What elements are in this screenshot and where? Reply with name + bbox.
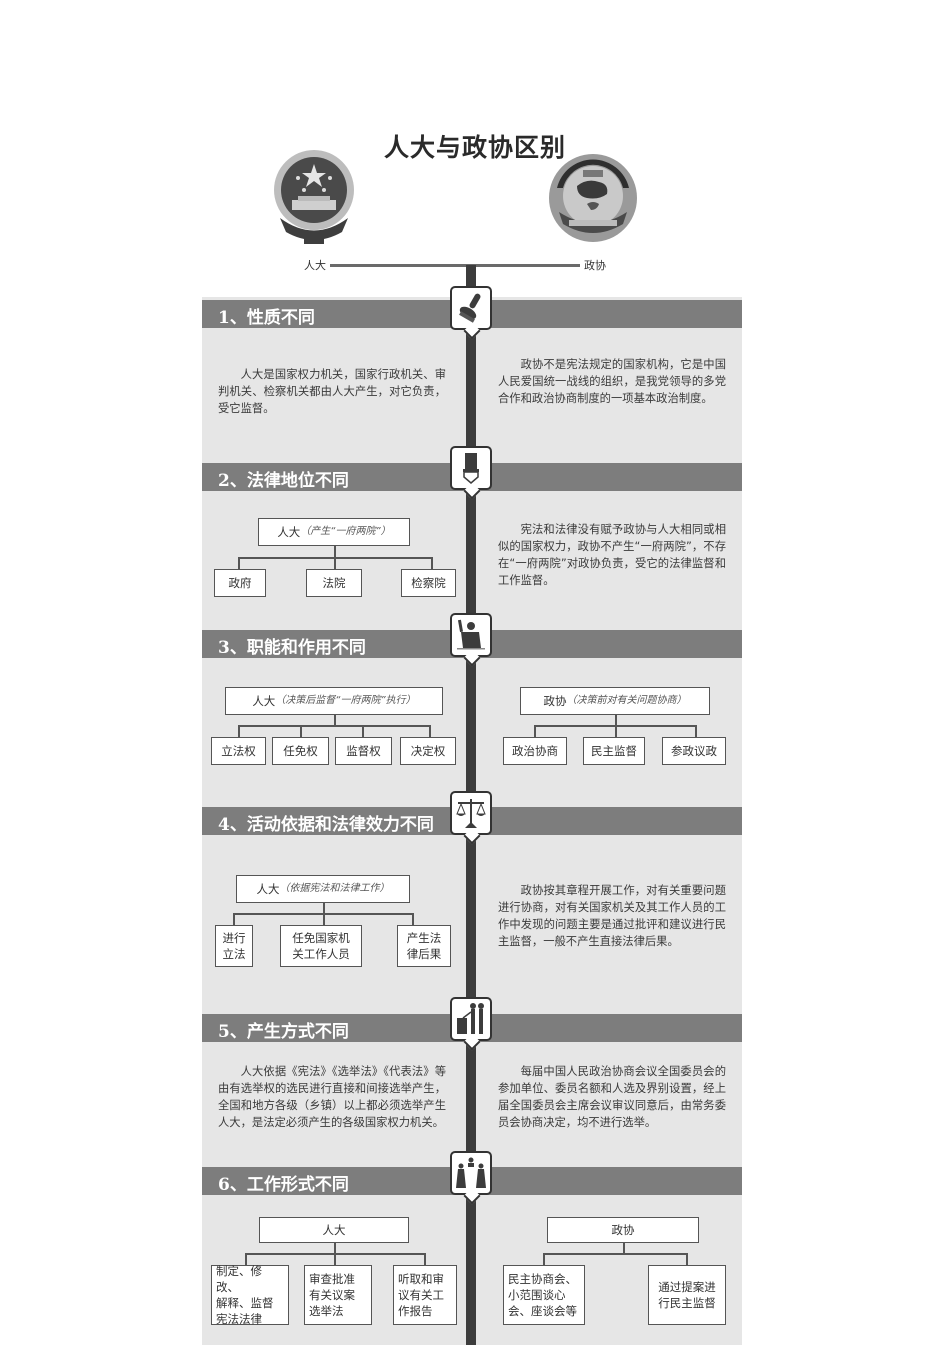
tree-line [334, 715, 336, 725]
box-label: 人大 [277, 525, 301, 539]
section-2-cppcc-text: 宪法和法律没有赋予政协与人大相同或相似的国家权力，政协不产生“一府两院”，不存在… [498, 523, 726, 587]
section-3-child-legislative: 立法权 [211, 737, 266, 765]
section-6-child-work-reports: 听取和审 议有关工 作报告 [393, 1265, 457, 1325]
pen-nib-icon [463, 453, 479, 484]
section-6-npc-root-box: 人大 [259, 1217, 409, 1243]
box-note: （决策前对有关问题协商） [566, 695, 687, 706]
section-1-npc-text: 人大是国家权力机关，国家行政机关、审判机关、检察机关都由人大产生，对它负责，受它… [218, 368, 446, 415]
tree-line [300, 725, 302, 737]
section-4-child-legal-consequences: 产生法 律后果 [397, 925, 451, 967]
box-note: （决策后监督“一府两院”执行） [275, 695, 416, 706]
tree-line [534, 725, 536, 737]
section-3-cppcc-root-box: 政协（决策前对有关问题协商） [520, 687, 710, 715]
tree-line [233, 913, 235, 925]
npc-national-emblem-icon [274, 150, 354, 244]
section-2-child-government: 政府 [214, 569, 266, 597]
section-6-title: 6、工作形式不同 [218, 1175, 349, 1195]
section-3-child-appointment: 任免权 [272, 737, 329, 765]
section-3-child-decision: 决定权 [400, 737, 456, 765]
section-3-badge [450, 613, 492, 657]
box-label: 政协 [543, 694, 567, 708]
section-5-badge [450, 997, 492, 1041]
section-4-badge [450, 791, 492, 835]
section-2-badge [450, 446, 492, 490]
section-1-badge [450, 286, 492, 330]
tree-line [334, 557, 336, 569]
box-note: （产生“一府两院”） [300, 526, 391, 537]
tree-line [424, 1253, 426, 1265]
legend-connector-line [330, 264, 580, 267]
tree-line [543, 1253, 687, 1255]
box-note: （依据宪法和法律工作） [279, 883, 390, 894]
page-title: 人大与政协区别 [383, 133, 566, 162]
section-4-title: 4、活动依据和法律效力不同 [218, 815, 434, 835]
box-label: 人大 [256, 882, 280, 896]
tree-line [245, 1253, 247, 1265]
section-6-child-proposal-supervision: 通过提案进 行民主监督 [648, 1265, 726, 1325]
tree-line [412, 913, 414, 925]
section-3-title: 3、职能和作用不同 [218, 638, 366, 658]
cppcc-emblem-icon [549, 154, 637, 242]
tree-line [623, 1243, 625, 1253]
section-3-child-political-consultation: 政治协商 [503, 737, 567, 765]
tree-line [323, 903, 325, 913]
section-6-cppcc-root-box: 政协 [547, 1217, 699, 1243]
section-6-child-review-bills: 审查批准 有关议案 选举法 [304, 1265, 372, 1325]
tree-line [334, 1243, 336, 1253]
section-6-badge [450, 1151, 492, 1195]
tree-line [238, 725, 430, 727]
section-1-cppcc-text: 政协不是宪法规定的国家机构，它是中国人民爱国统一战线的组织，是我党领导的多党合作… [498, 358, 726, 405]
section-4-npc-root-box: 人大（依据宪法和法律工作） [236, 875, 410, 903]
tree-line [334, 546, 336, 558]
tree-line [686, 1253, 688, 1265]
tree-line [431, 557, 433, 569]
scales-of-justice-icon [456, 799, 486, 828]
tree-line [615, 715, 617, 725]
section-3-npc-root-box: 人大（决策后监督“一府两院”执行） [225, 687, 443, 715]
section-2-title: 2、法律地位不同 [218, 471, 349, 491]
legend-npc-label: 人大 [304, 259, 326, 272]
section-6-child-consultation-meetings: 民主协商会、 小范围谈心 会、座谈会等 [503, 1265, 585, 1325]
section-2-npc-root-box: 人大（产生“一府两院”） [258, 518, 410, 546]
legend-cppcc-label: 政协 [584, 259, 606, 272]
tree-line [238, 557, 240, 569]
section-2-child-court: 法院 [306, 569, 362, 597]
section-6-child-constitution: 制定、修改、 解释、监督 宪法法律 [211, 1264, 289, 1326]
section-2-child-procuratorate: 检察院 [401, 569, 456, 597]
section-3-child-democratic-supervision: 民主监督 [583, 737, 645, 765]
tree-line [543, 1253, 545, 1265]
ballot-voting-icon [457, 1003, 484, 1034]
section-3-child-supervision: 监督权 [335, 737, 392, 765]
section-4-cppcc-text: 政协按其章程开展工作，对有关重要问题进行协商，对有关国家机关及其工作人员的工作中… [498, 884, 726, 948]
tree-line [323, 913, 325, 925]
tree-line [362, 725, 364, 737]
section-4-child-appoint-officials: 任免国家机 关工作人员 [280, 925, 362, 967]
box-label: 人大 [252, 694, 276, 708]
section-5-npc-text: 人大依据《宪法》《选举法》《代表法》等由有选举权的选民进行直接和间接选举产生，全… [218, 1065, 446, 1129]
tree-line [334, 1253, 336, 1265]
raised-hand-person-icon [457, 619, 485, 650]
tree-line [429, 725, 431, 737]
section-1-title: 1、性质不同 [218, 308, 315, 328]
tree-line [615, 725, 617, 737]
tree-line [695, 725, 697, 737]
stamp-icon [459, 293, 481, 323]
section-4-child-legislate: 进行 立法 [215, 925, 253, 967]
section-5-title: 5、产生方式不同 [218, 1022, 349, 1042]
meeting-people-icon [456, 1157, 486, 1188]
section-3-child-participation: 参政议政 [662, 737, 726, 765]
tree-line [238, 725, 240, 737]
section-5-cppcc-text: 每届中国人民政治协商会议全国委员会的参加单位、委员名额和人选及界别设置，经上届全… [498, 1065, 726, 1129]
